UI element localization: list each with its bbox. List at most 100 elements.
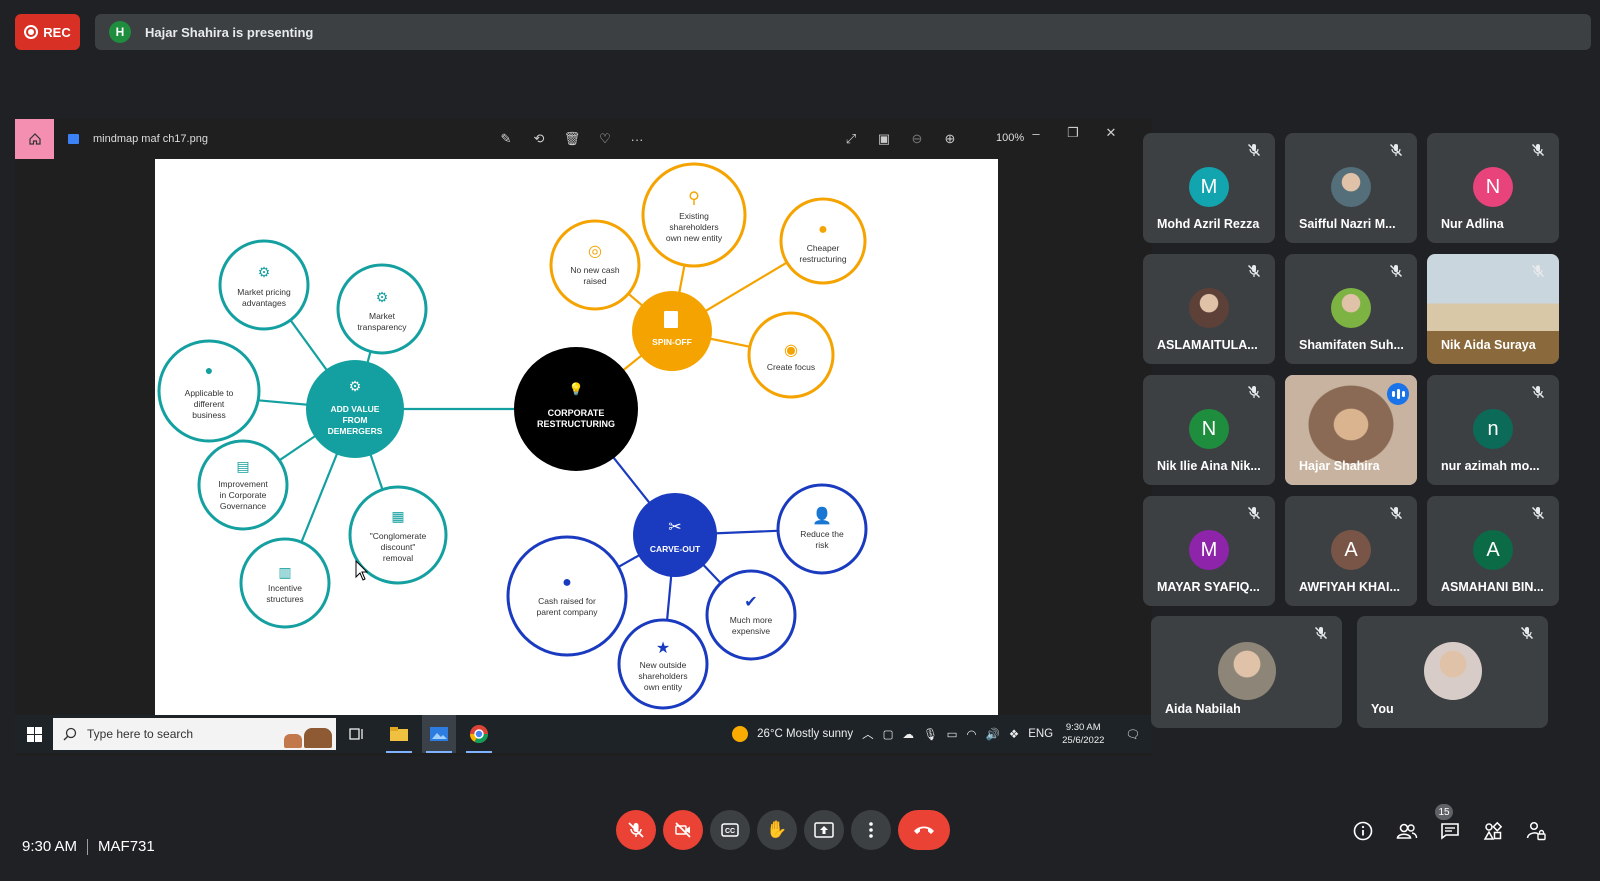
wifi-icon[interactable]: ◠ [966,729,977,741]
recording-badge: REC [15,14,80,50]
participant-tile[interactable]: Aida Nabilah [1151,616,1342,728]
svg-text:"Conglomerate: "Conglomerate [370,531,427,541]
task-view-icon[interactable] [340,715,374,753]
people-button[interactable] [1394,818,1420,844]
battery-icon[interactable]: ▭ [946,729,958,741]
more-icon[interactable]: ··· [630,131,644,147]
presenting-banner: H Hajar Shahira is presenting [95,14,1591,50]
photos-app-icon[interactable] [422,715,456,753]
home-button[interactable] [15,119,54,159]
edit-image-icon[interactable]: ✎ [500,131,512,146]
dropbox-icon[interactable]: ❖ [1008,729,1020,741]
rotate-icon[interactable]: ⟲ [533,131,545,146]
close-icon[interactable]: ✕ [1105,125,1117,140]
participant-avatar: N [1473,167,1513,207]
start-button[interactable] [15,715,53,753]
participant-name: Hajar Shahira [1299,459,1380,473]
more-options-button[interactable] [851,810,891,850]
svg-text:Governance: Governance [220,501,267,511]
lock-person-icon [1526,821,1546,841]
meeting-code[interactable]: MAF731 [98,838,155,855]
fit-icon[interactable]: ▣ [877,131,891,146]
chat-button[interactable] [1437,818,1463,844]
participant-name: Nur Adlina [1441,217,1504,231]
taskbar-time: 9:30 AM [1065,722,1101,733]
microphone-icon[interactable]: 🎙 [923,729,938,741]
svg-text:own new entity: own new entity [666,233,723,243]
svg-text:New outside: New outside [640,660,687,670]
presenting-text: Hajar Shahira is presenting [145,24,314,40]
mic-off-icon [1389,506,1405,522]
weather-icon [732,726,749,742]
mic-toggle-button[interactable] [616,810,656,850]
svg-text:raised: raised [583,276,606,286]
svg-text:transparency: transparency [357,322,407,332]
participant-tile[interactable]: Nik Aida Suraya [1427,254,1559,364]
language-indicator[interactable]: ENG [1028,728,1054,740]
present-button[interactable] [804,810,844,850]
zoom-in-icon[interactable]: ⊕ [944,131,956,146]
photo-viewer-toolbar: mindmap maf ch17.png [15,119,1152,159]
participant-avatar: M [1189,530,1229,570]
svg-text:FROM: FROM [342,415,367,425]
participant-name: You [1371,702,1394,716]
svg-text:Improvement: Improvement [218,479,268,489]
svg-text:removal: removal [383,553,413,563]
search-icon [63,727,77,741]
camera-toggle-button[interactable] [663,810,703,850]
fullscreen-icon[interactable]: ⤢ [845,131,857,146]
minimize-icon[interactable]: – [1032,125,1040,141]
svg-text:CARVE-OUT: CARVE-OUT [650,544,701,554]
participant-tile[interactable]: Saifful Nazri M... [1285,133,1417,243]
participant-name: nur azimah mo... [1441,459,1540,473]
activities-icon [1483,821,1503,840]
activities-button[interactable] [1480,818,1506,844]
home-icon [28,133,41,145]
svg-text:⚙: ⚙ [349,378,362,394]
chevron-up-icon[interactable]: ︿ [862,729,874,741]
svg-text:⚲: ⚲ [688,190,700,207]
chrome-icon[interactable] [462,715,496,753]
raise-hand-button[interactable]: ✋ [757,810,797,850]
notifications-icon[interactable]: 🗨 [1125,729,1140,741]
mic-off-icon [628,822,644,838]
participant-tile[interactable]: Shamifaten Suh... [1285,254,1417,364]
svg-text:ADD VALUE: ADD VALUE [331,404,380,414]
favorite-icon[interactable]: ♡ [599,131,611,146]
participant-name: Nik Aida Suraya [1441,338,1536,352]
restore-icon[interactable]: ❐ [1067,125,1079,140]
participant-tile[interactable]: You [1357,616,1548,728]
participant-tile[interactable]: Hajar Shahira [1285,375,1417,485]
meeting-details-button[interactable] [1350,818,1376,844]
participant-tile[interactable]: N Nur Adlina [1427,133,1559,243]
captions-button[interactable]: CC [710,810,750,850]
delete-icon[interactable]: 🗑 [563,131,581,146]
zoom-out-icon[interactable]: ⊖ [911,131,923,146]
taskbar-clock[interactable]: 9:30 AM 25/6/2022 [1062,721,1104,747]
file-explorer-icon[interactable] [382,715,416,753]
onedrive-icon[interactable]: ☁ [902,729,915,741]
meet-now-icon[interactable]: ▢ [882,729,894,741]
weather-text[interactable]: 26°C Mostly sunny [757,728,854,740]
svg-text:advantages: advantages [242,298,286,308]
participant-name: Mohd Azril Rezza [1157,217,1260,231]
file-name: mindmap maf ch17.png [93,133,208,145]
taskbar-search[interactable]: Type here to search [53,718,336,750]
leave-call-button[interactable] [898,810,950,850]
people-icon [1396,823,1418,839]
volume-icon[interactable]: 🔊 [985,729,1000,741]
mic-off-icon [1247,264,1263,280]
host-controls-button[interactable] [1523,818,1549,844]
svg-text:✂: ✂ [668,519,681,536]
svg-text:DEMERGERS: DEMERGERS [328,426,383,436]
participant-tile[interactable]: ASLAMAITULA... [1143,254,1275,364]
svg-text:shareholders: shareholders [669,222,718,232]
end-call-icon [914,826,934,834]
svg-text:⚙: ⚙ [376,289,389,305]
